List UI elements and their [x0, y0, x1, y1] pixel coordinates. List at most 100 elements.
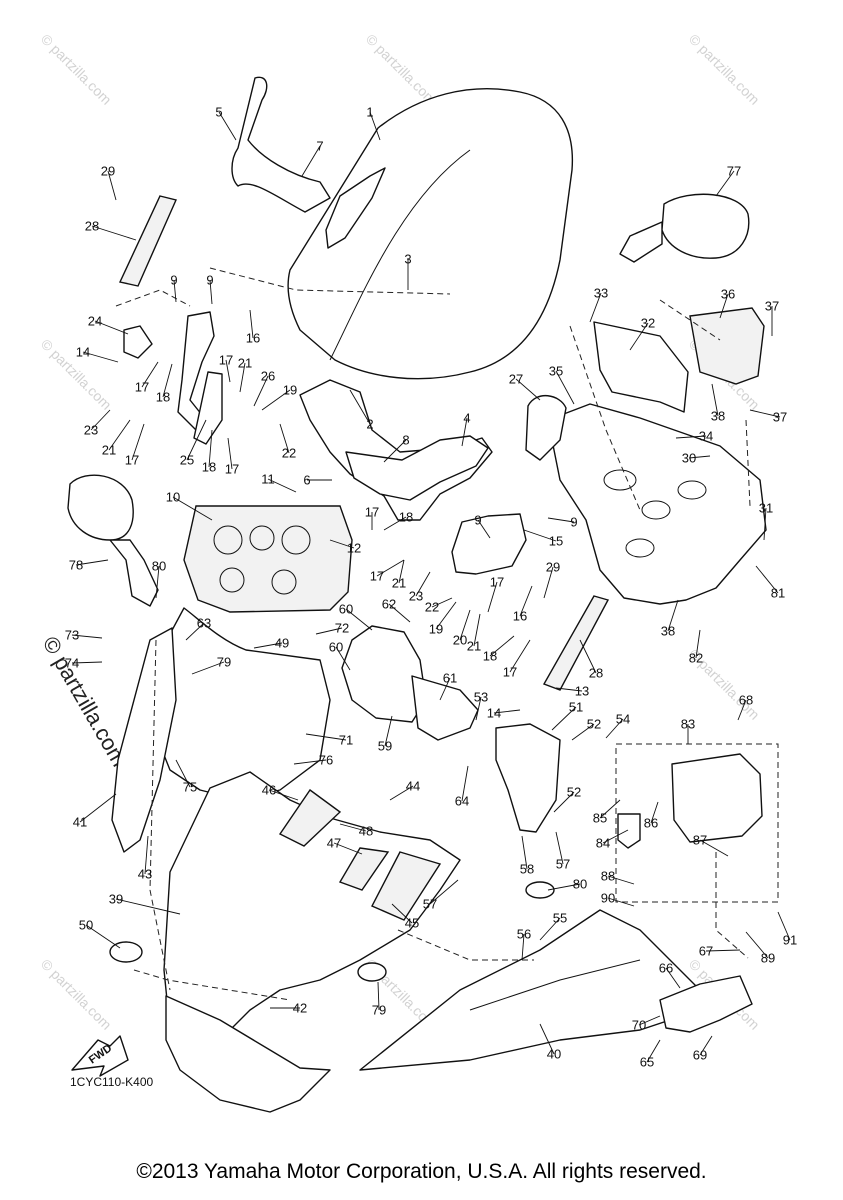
callout-number: 6 [303, 473, 310, 488]
box-83-outline [615, 743, 779, 903]
callout-number: 61 [443, 671, 457, 686]
callout-number: 18 [399, 510, 413, 525]
callout-leader [141, 361, 159, 388]
callout-leader [461, 765, 469, 802]
callout-leader [699, 1035, 713, 1056]
callout-number: 69 [693, 1048, 707, 1063]
callout-leader [349, 389, 371, 425]
callout-number: 54 [616, 712, 630, 727]
callout-number: 44 [406, 779, 420, 794]
callout-leader [629, 322, 649, 351]
callout-number: 81 [771, 586, 785, 601]
callout-number: 80 [573, 877, 587, 892]
callout-leader [225, 359, 231, 383]
ecu-box [671, 753, 763, 843]
callout-leader [439, 677, 451, 701]
callout-number: 53 [474, 690, 488, 705]
callout-number: 33 [594, 286, 608, 301]
callout-number: 12 [347, 541, 361, 556]
callout-leader [719, 293, 729, 319]
copyright: ©2013 Yamaha Motor Corporation, U.S.A. A… [136, 1160, 707, 1183]
callout-number: 17 [503, 665, 517, 680]
callout-number: 89 [761, 951, 775, 966]
callout-leader [91, 225, 137, 241]
callout-number: 51 [569, 700, 583, 715]
callout-number: 21 [467, 639, 481, 654]
callout-leader [253, 375, 269, 407]
inner-panel-59 [341, 625, 427, 723]
meter-dials [213, 525, 311, 595]
callout-leader [745, 931, 769, 959]
callout-leader [391, 903, 413, 924]
callout-number: 4 [463, 411, 470, 426]
side-cowl-left [149, 607, 331, 801]
callout-number: 86 [644, 816, 658, 831]
callout-leader [579, 639, 597, 674]
callout-number: 49 [275, 636, 289, 651]
callout-leader [175, 759, 191, 788]
callout-leader [115, 898, 181, 915]
callout-leader [667, 599, 679, 632]
callout-leader [293, 759, 327, 765]
callout-number: 64 [455, 794, 469, 809]
callout-number: 16 [246, 331, 260, 346]
callout-number: 46 [262, 783, 276, 798]
callout-number: 32 [641, 316, 655, 331]
callout-leader [431, 597, 453, 608]
callout-leader [711, 383, 719, 417]
mirror-left [67, 474, 159, 607]
callout-leader [493, 709, 521, 714]
callout-number: 9 [474, 513, 481, 528]
callout-number: 82 [689, 651, 703, 666]
callout-leader [638, 1015, 661, 1026]
callout-leader [459, 609, 471, 641]
callout-leader [763, 507, 767, 541]
callout-leader [547, 883, 581, 891]
callout-number: 85 [593, 811, 607, 826]
callout-number: 29 [101, 164, 115, 179]
inner-panel-61 [411, 675, 479, 741]
callout-leader [249, 309, 254, 339]
windshield-bracket-right [325, 167, 386, 249]
callout-number: 15 [549, 534, 563, 549]
callout-number: 84 [596, 836, 610, 851]
callout-number: 60 [329, 640, 343, 655]
callout-leader [551, 706, 577, 731]
callout-leader [82, 351, 119, 363]
callout-number: 36 [721, 287, 735, 302]
callout-leader [555, 831, 564, 865]
callout-leader [162, 363, 173, 398]
bracket-27 [525, 395, 567, 461]
callout-leader [218, 111, 237, 141]
callout-number: 21 [238, 356, 252, 371]
callout-number: 10 [166, 490, 180, 505]
callout-number: 21 [392, 576, 406, 591]
callout-leader [675, 435, 707, 439]
callout-leader [571, 723, 595, 741]
callout-number: 7 [316, 139, 323, 154]
callout-number: 21 [102, 443, 116, 458]
callout-leader [389, 785, 414, 801]
callout-number: 52 [587, 717, 601, 732]
callout-leader [589, 292, 602, 323]
bracket-24 [123, 325, 153, 359]
callout-number: 23 [84, 423, 98, 438]
callout-number: 19 [283, 383, 297, 398]
callout-leader [144, 835, 149, 875]
callout-number: 57 [423, 897, 437, 912]
frame-holes [603, 469, 707, 558]
callout-leader [539, 1023, 555, 1055]
watermark-large: © partzilla.com [38, 632, 133, 771]
callout-number: 88 [601, 869, 615, 884]
duct-45 [371, 851, 442, 921]
callout-number: 79 [372, 1003, 386, 1018]
callout-leader [94, 320, 129, 335]
callout-number: 50 [79, 918, 93, 933]
callout-number: 19 [429, 622, 443, 637]
callout-number: 3 [404, 252, 411, 267]
duct-right [689, 307, 765, 385]
callout-leader [253, 642, 283, 649]
callout-leader [71, 661, 103, 664]
fwd-arrow: FWD [71, 1035, 129, 1077]
